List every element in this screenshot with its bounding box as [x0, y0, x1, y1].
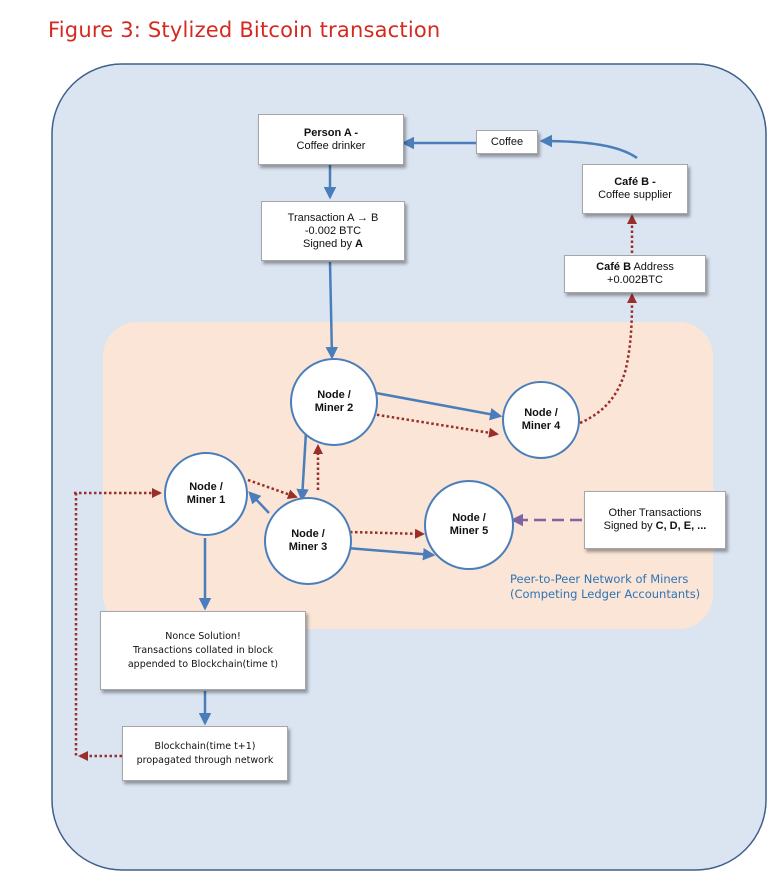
cafe-address-name: Café B [596, 261, 632, 273]
cafe-address-box: Café B Address +0.002BTC [564, 255, 706, 293]
node-miner-4-line2: Miner 4 [521, 420, 561, 432]
cafe-address-suffix: Address [631, 261, 674, 273]
node-miner-3: Node / Miner 3 [264, 497, 352, 585]
transaction-signer: A [355, 237, 363, 250]
node-miner-5-line2: Miner 5 [449, 525, 489, 537]
node-miner-5: Node / Miner 5 [424, 480, 514, 570]
blockchain-box: Blockchain(time t+1) propagated through … [122, 726, 288, 781]
nonce-solution-box: Nonce Solution! Transactions collated in… [100, 611, 306, 690]
blockchain-line2: propagated through network [136, 754, 274, 766]
node-miner-4-line1: Node / [524, 407, 558, 419]
cafe-b-title: Café B - [614, 176, 656, 188]
dotted-arrows [74, 214, 637, 761]
transaction-line2: -0.002 BTC [304, 224, 362, 237]
other-tx-line1: Other Transactions [608, 507, 702, 519]
arrow-cafe-to-coffee [539, 134, 638, 160]
node-miner-2-line2: Miner 2 [314, 402, 354, 414]
cafe-b-subtitle: Coffee supplier [598, 189, 672, 201]
other-tx-line2: Signed by C, D, E, ... [604, 520, 707, 533]
cafe-address-amount: +0.002BTC [607, 274, 663, 286]
person-a-box: Person A - Coffee drinker [258, 114, 404, 165]
transaction-signed-prefix: Signed by [303, 237, 356, 250]
arrow-miner-2-to-miner-4 [375, 391, 503, 421]
person-a-title: Person A - [303, 126, 359, 139]
cafe-address-title: Café B Address [596, 261, 674, 274]
person-a-subtitle: Coffee drinker [296, 139, 366, 152]
node-miner-3-line1: Node / [291, 528, 325, 540]
blockchain-line1: Blockchain(time t+1) [154, 740, 256, 752]
figure-title: Figure 3: Stylized Bitcoin transaction [48, 18, 441, 42]
node-miner-4: Node / Miner 4 [502, 381, 580, 459]
cafe-b-box: Café B - Coffee supplier [582, 164, 688, 214]
node-miner-1-line2: Miner 1 [186, 494, 226, 506]
coffee-label: Coffee [490, 135, 524, 148]
network-label-line2: (Competing Ledger Accountants) [510, 587, 701, 601]
network-label-line1: Peer-to-Peer Network of Miners [510, 572, 689, 586]
arrow-transaction-to-miner-2 [325, 261, 339, 360]
network-label: Peer-to-Peer Network of Miners (Competin… [510, 572, 700, 602]
node-miner-1-line1: Node / [189, 481, 223, 493]
transaction-box: Transaction A → B -0.002 BTC Signed by A [261, 201, 405, 261]
nonce-line2: Transactions collated in block [133, 644, 273, 656]
dotted-miner-2-to-miner-4 [371, 412, 499, 438]
other-tx-signed-prefix: Signed by [603, 520, 656, 532]
transaction-line3: Signed by A [303, 238, 363, 251]
other-tx-signers: C, D, E, ... [655, 520, 707, 532]
node-miner-1: Node / Miner 1 [164, 452, 248, 536]
transaction-line1: Transaction A → B [287, 211, 379, 224]
dotted-miner-1-to-miner-3 [247, 478, 298, 500]
node-miner-2-line1: Node / [317, 389, 351, 401]
coffee-box: Coffee [476, 130, 538, 154]
dotted-miner-4-to-cafe-address [579, 293, 637, 425]
arrow-miner-3-to-miner-5 [346, 546, 436, 561]
node-miner-3-line2: Miner 3 [288, 541, 328, 553]
nonce-line3: appended to Blockchain(time t) [127, 658, 279, 670]
arrow-miner-2-to-miner-3 [296, 431, 309, 502]
solid-arrows [198, 134, 638, 726]
nonce-line1: Nonce Solution! [165, 630, 241, 642]
other-transactions-box: Other Transactions Signed by C, D, E, ..… [584, 491, 726, 549]
node-miner-5-line1: Node / [452, 512, 486, 524]
dotted-miner-3-to-miner-5 [349, 528, 425, 539]
node-miner-2: Node / Miner 2 [290, 358, 378, 446]
arrow-miner-3-to-miner-1 [248, 491, 270, 514]
